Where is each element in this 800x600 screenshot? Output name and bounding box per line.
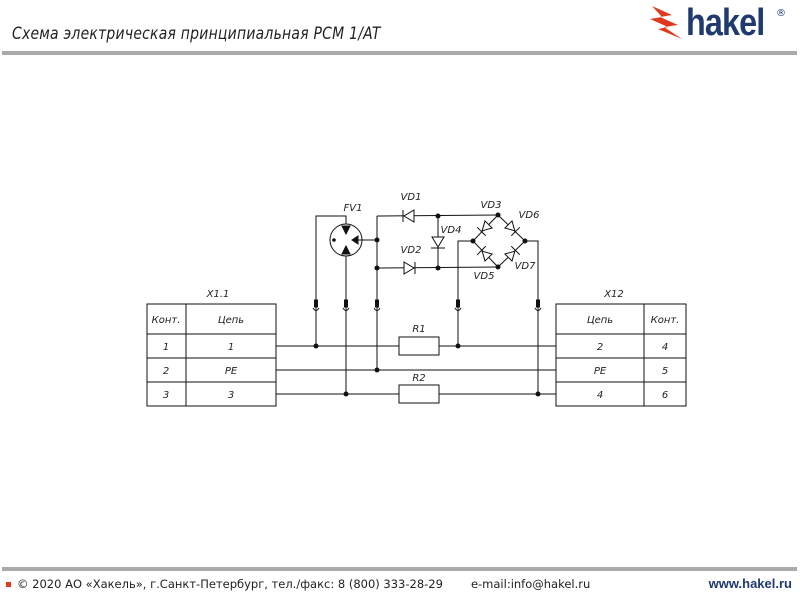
surge-arrester-fv1 (329, 223, 377, 257)
diode-vd7 (503, 245, 521, 263)
vd5-label: VD5 (474, 271, 495, 282)
connector-x1-1-table (146, 303, 277, 407)
svg-text:3: 3 (228, 390, 234, 401)
svg-text:1: 1 (228, 342, 234, 353)
r1-label: R1 (412, 324, 425, 335)
x1-1-label: X1.1 (206, 289, 230, 300)
svg-text:Цепь: Цепь (218, 315, 244, 326)
footer: © 2020 АО «Хакель», г.Санкт-Петербург, т… (6, 577, 590, 591)
svg-text:4: 4 (597, 390, 603, 401)
svg-text:PE: PE (225, 366, 238, 377)
svg-text:2: 2 (163, 366, 169, 377)
svg-text:5: 5 (662, 366, 668, 377)
diode-vd3 (476, 219, 494, 237)
copyright-text: © 2020 АО «Хакель», г.Санкт-Петербург, т… (17, 577, 443, 591)
svg-text:4: 4 (662, 342, 668, 353)
svg-text:Конт.: Конт. (651, 315, 680, 326)
vd4-label: VD4 (441, 225, 462, 236)
diode-vd1 (402, 209, 415, 223)
fv1-label: FV1 (344, 203, 363, 214)
hakel-logo: hakel® (646, 2, 786, 44)
svg-text:Конт.: Конт. (152, 315, 181, 326)
diode-vd2 (403, 261, 416, 275)
page-title: Схема электрическая принципиальная PCM 1… (12, 24, 381, 44)
svg-text:2: 2 (597, 342, 603, 353)
diode-vd4 (431, 236, 445, 249)
vd6-label: VD6 (519, 210, 540, 221)
r2-label: R2 (412, 373, 425, 384)
resistor-r1 (398, 336, 440, 356)
svg-text:Цепь: Цепь (587, 315, 613, 326)
svg-text:3: 3 (163, 390, 169, 401)
svg-text:PE: PE (594, 366, 607, 377)
lightning-icon (649, 6, 682, 39)
diode-vd6 (503, 219, 521, 237)
connector-x12-table (555, 303, 687, 407)
email-link[interactable]: e-mail:info@hakel.ru (470, 577, 591, 591)
svg-text:6: 6 (662, 390, 668, 401)
resistor-r2 (398, 384, 440, 404)
diode-vd5 (476, 245, 494, 263)
vd7-label: VD7 (515, 261, 537, 272)
vd2-label: VD2 (401, 245, 422, 256)
x12-label: X12 (603, 289, 624, 300)
vd1-label: VD1 (401, 192, 422, 203)
website-link[interactable]: www.hakel.ru (708, 576, 792, 591)
bullet-icon (6, 581, 11, 587)
header-divider (2, 51, 797, 55)
junction-dots (313, 212, 541, 397)
footer-divider (2, 567, 797, 571)
logo-text: hakel (685, 1, 765, 44)
svg-text:1: 1 (163, 342, 169, 353)
vd3-label: VD3 (481, 200, 502, 211)
wire-connectors (312, 299, 542, 311)
